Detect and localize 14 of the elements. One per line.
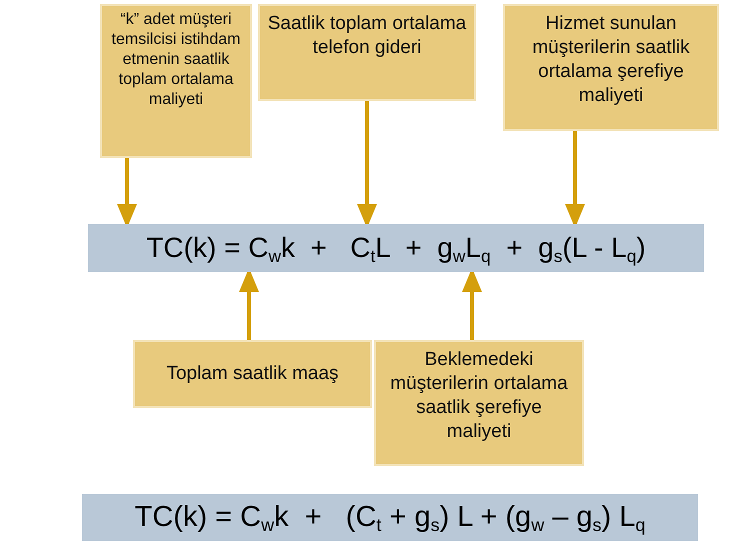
note-text: Toplam saatlik maaş: [166, 362, 339, 386]
note-text: Beklemedeki müşterilerin ortalama saatlik şerefiye maliyeti: [389, 348, 569, 444]
note-text: Hizmet sunulan müşterilerin saatlik ortalama şerefiye maliyeti: [531, 12, 691, 108]
formula-bar: [82, 494, 698, 541]
formula-text: TC(k) = C$_{w}$k + (C$_{t}$ + g$_{s}$) L + (g$_{w}$ – g$_{s}$) L$_{q}$: [134, 501, 646, 534]
callout-box: [374, 340, 584, 466]
callout-box: [258, 4, 476, 101]
note-text: “k” adet müşteri temsilcisi istihdam etmenin saatlik toplam ortalama maliyeti: [110, 10, 242, 110]
callout-box: [133, 340, 372, 408]
callout-box: [100, 4, 252, 158]
note-text: Saatlik toplam ortalama telefon gideri: [266, 12, 468, 60]
formula-text: TC(k) = C$_{w}$k + C$_{t}$L + g$_{w}$L$_{q}$ + g$_{s}$(L - L$_{q}$): [146, 232, 646, 264]
formula-bar: [88, 224, 704, 272]
callout-box: [503, 4, 719, 131]
